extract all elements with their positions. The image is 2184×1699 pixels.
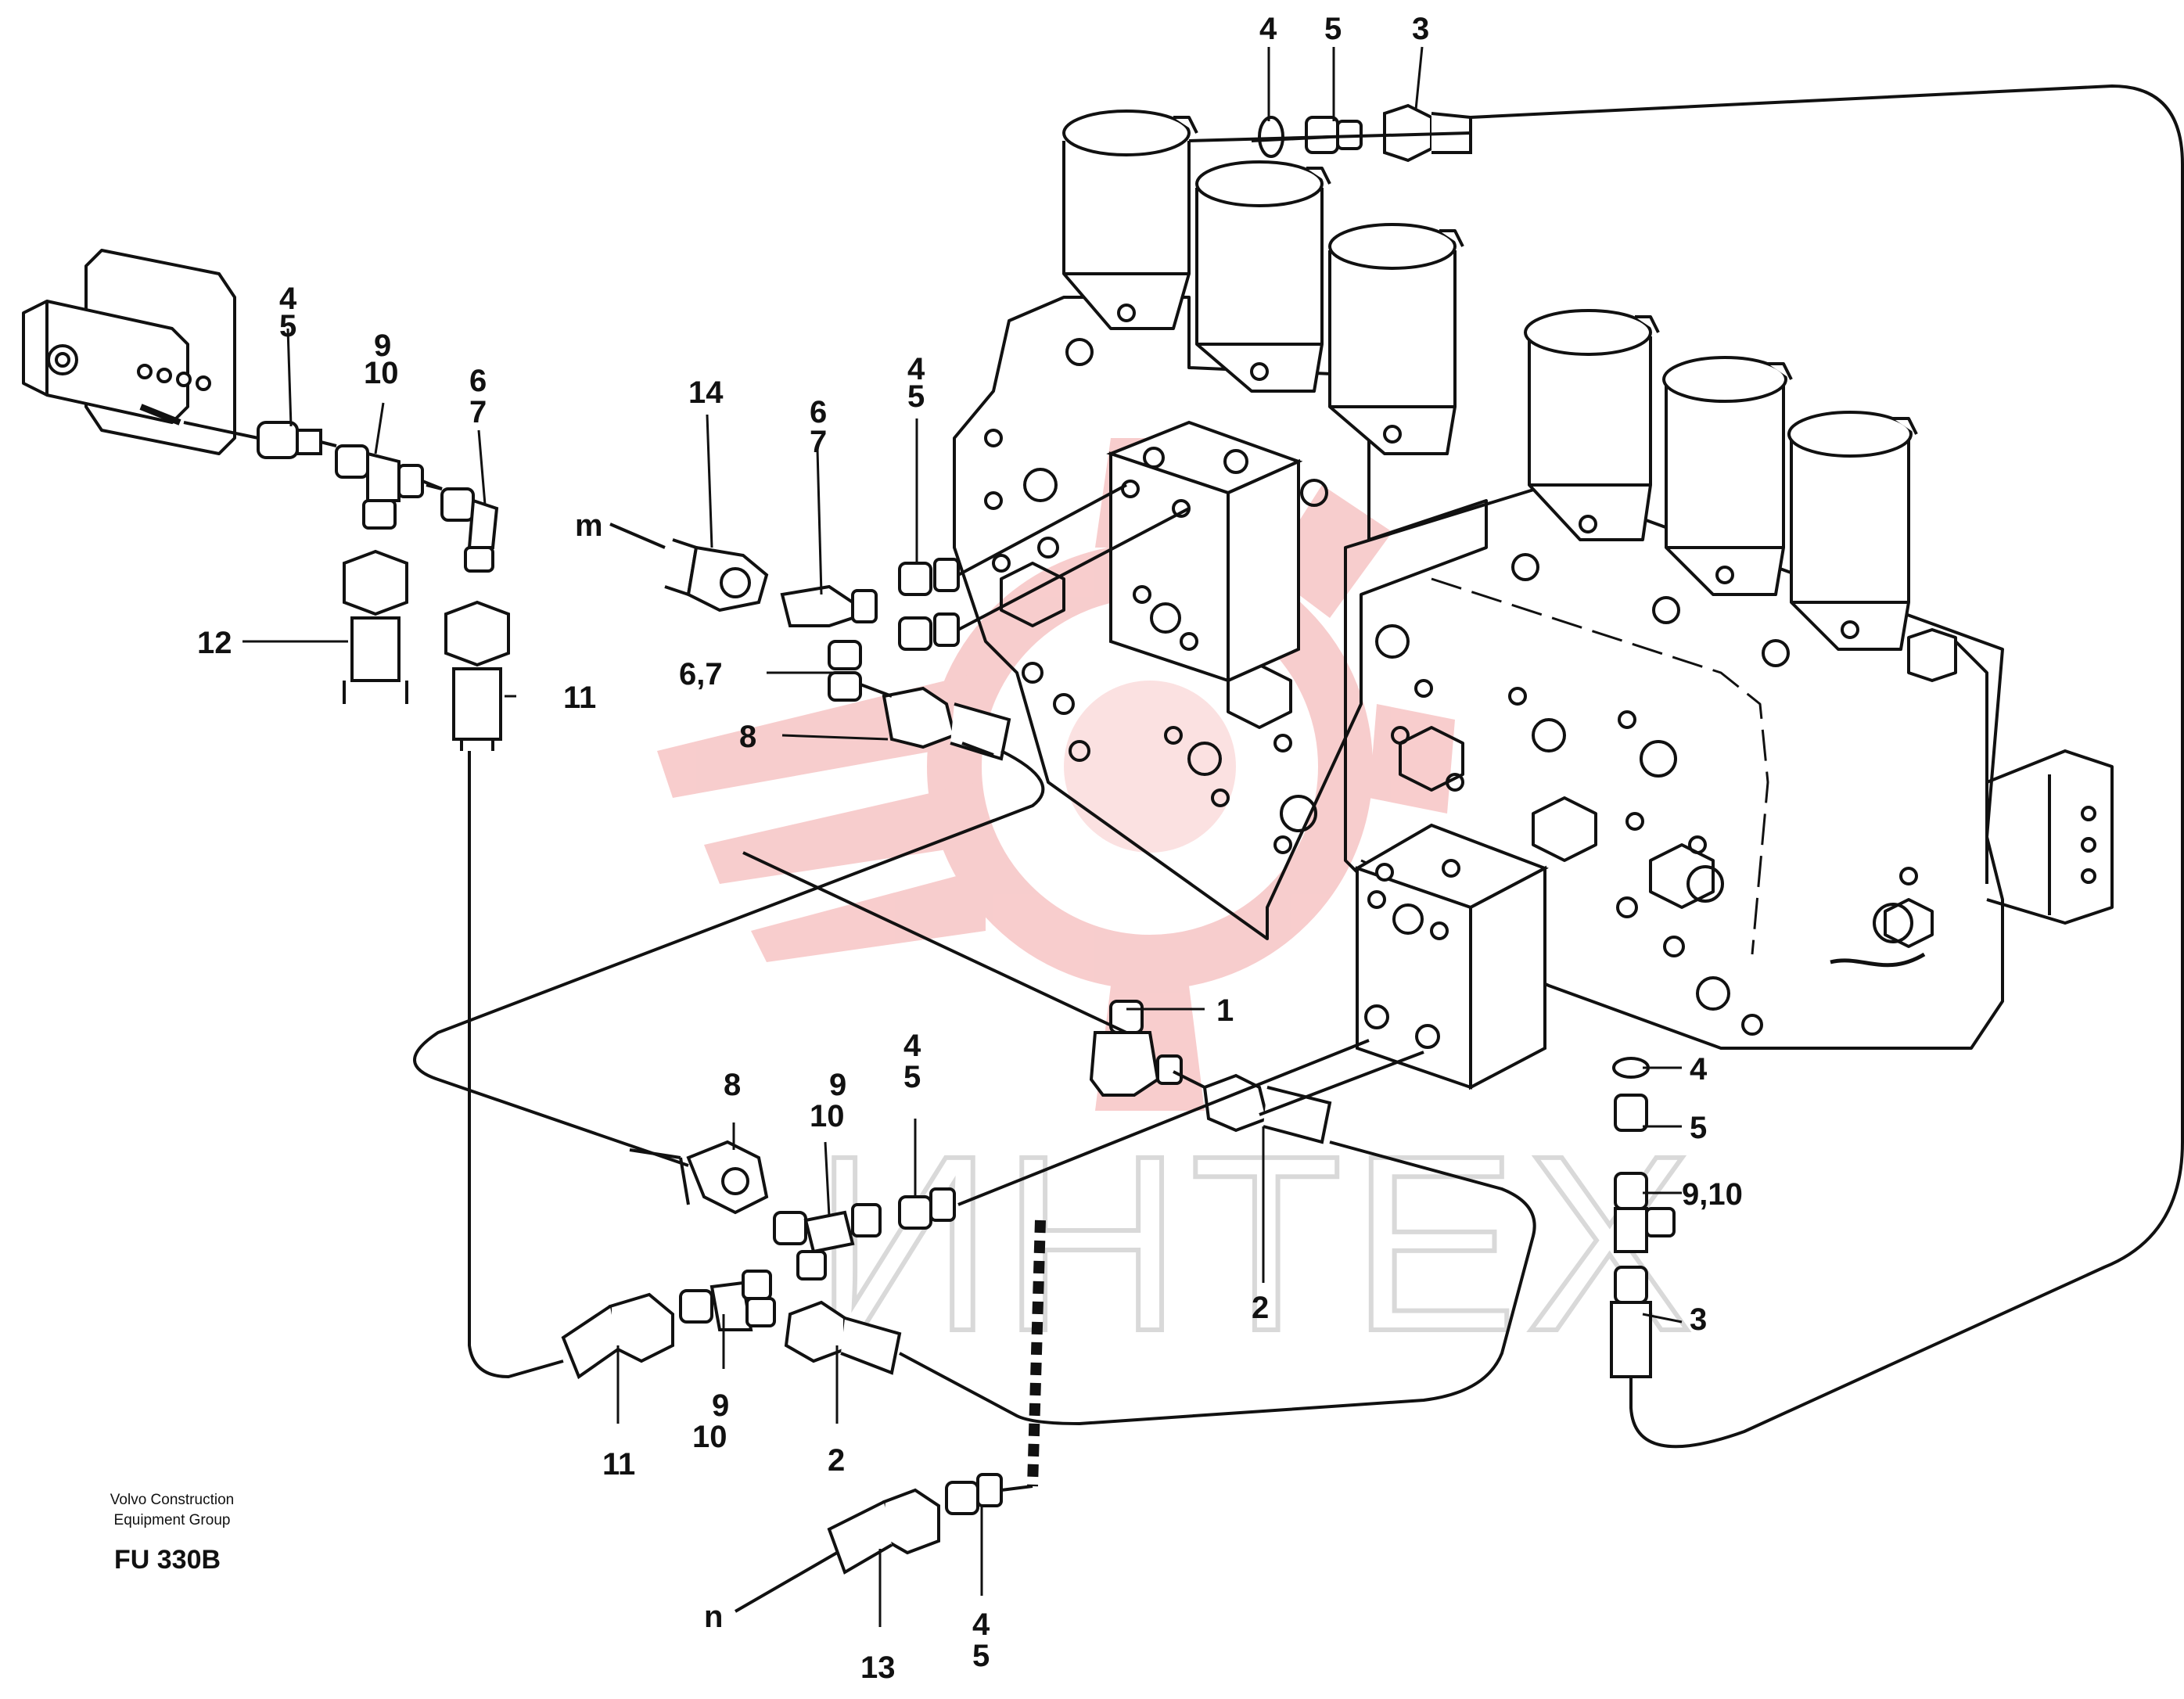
callout-5-mid: 5 xyxy=(907,379,925,414)
callout-m: m xyxy=(575,508,603,543)
callout-5-top: 5 xyxy=(1324,12,1342,46)
hose-lines xyxy=(413,84,2184,1613)
caption-company: Volvo Construction Equipment Group xyxy=(86,1490,258,1531)
solenoid-4 xyxy=(1524,309,1660,541)
left-fittings xyxy=(183,421,510,751)
callout-5-left: 5 xyxy=(279,309,296,343)
caption-line-1: Volvo Construction xyxy=(110,1492,235,1508)
callout-10-lower: 10 xyxy=(810,1099,845,1133)
solenoids xyxy=(1062,110,1957,682)
lower-adapter-block xyxy=(1353,823,1549,1090)
solenoid-5 xyxy=(1662,356,1793,596)
callout-5-lower: 5 xyxy=(903,1060,921,1094)
callout-11-upper: 11 xyxy=(563,681,596,715)
watermark-text: ИНТЕХ xyxy=(814,1103,1700,1383)
callout-9-left: 9 xyxy=(374,329,391,363)
callout-4-top: 4 xyxy=(1259,12,1277,46)
callout-4-mid: 4 xyxy=(907,352,925,386)
drawing-code: FU 330B xyxy=(114,1545,221,1575)
solenoid-1 xyxy=(1062,110,1198,330)
lower-fittings xyxy=(561,103,1676,1575)
callout-4-left: 4 xyxy=(279,282,297,316)
callout-13: 13 xyxy=(860,1651,896,1685)
solenoid-6 xyxy=(1787,411,1918,651)
watermark-logo xyxy=(657,438,1455,1111)
callout-8-lower: 8 xyxy=(724,1068,741,1102)
callout-11-lower: 11 xyxy=(602,1447,635,1482)
callout-5-right: 5 xyxy=(1690,1111,1707,1145)
callout-7-left: 7 xyxy=(469,395,487,429)
callout-2-right: 2 xyxy=(1252,1291,1269,1325)
callout-9-10-right: 9,10 xyxy=(1682,1177,1743,1212)
callout-9-bottom: 9 xyxy=(712,1388,729,1423)
connector-box xyxy=(22,249,236,455)
callout-10-bottom: 10 xyxy=(692,1420,727,1454)
callout-n: n xyxy=(704,1600,723,1634)
callout-12: 12 xyxy=(197,626,232,660)
callout-14: 14 xyxy=(688,375,724,410)
callout-4-right: 4 xyxy=(1690,1052,1708,1087)
callout-6-left: 6 xyxy=(469,364,487,398)
callout-2-bottom: 2 xyxy=(828,1443,845,1478)
callout-4-bottom: 4 xyxy=(972,1607,990,1642)
leader-lines xyxy=(242,46,1683,1627)
callout-8-upper: 8 xyxy=(739,720,756,754)
callout-1: 1 xyxy=(1216,993,1234,1028)
callout-7-mid: 7 xyxy=(810,425,827,459)
callout-9-lower: 9 xyxy=(829,1068,846,1102)
callout-3-top: 3 xyxy=(1412,12,1429,46)
adapter-blocks xyxy=(1106,420,1549,1090)
mid-fittings xyxy=(664,538,1011,761)
upper-adapter-block xyxy=(1106,420,1303,684)
callout-6-mid: 6 xyxy=(810,395,827,429)
callout-4-lower: 4 xyxy=(903,1029,921,1063)
callouts: 4 5 3 4 5 9 10 6 7 12 11 14 6 7 4 5 m 6,… xyxy=(197,12,1743,1685)
callout-3-right: 3 xyxy=(1690,1302,1707,1337)
callout-10-left: 10 xyxy=(364,356,399,390)
callout-5-bottom: 5 xyxy=(972,1639,990,1673)
solenoid-3 xyxy=(1328,223,1464,455)
caption-line-2: Equipment Group xyxy=(113,1512,231,1528)
solenoid-2 xyxy=(1195,160,1331,393)
callout-6-7: 6,7 xyxy=(679,657,723,691)
